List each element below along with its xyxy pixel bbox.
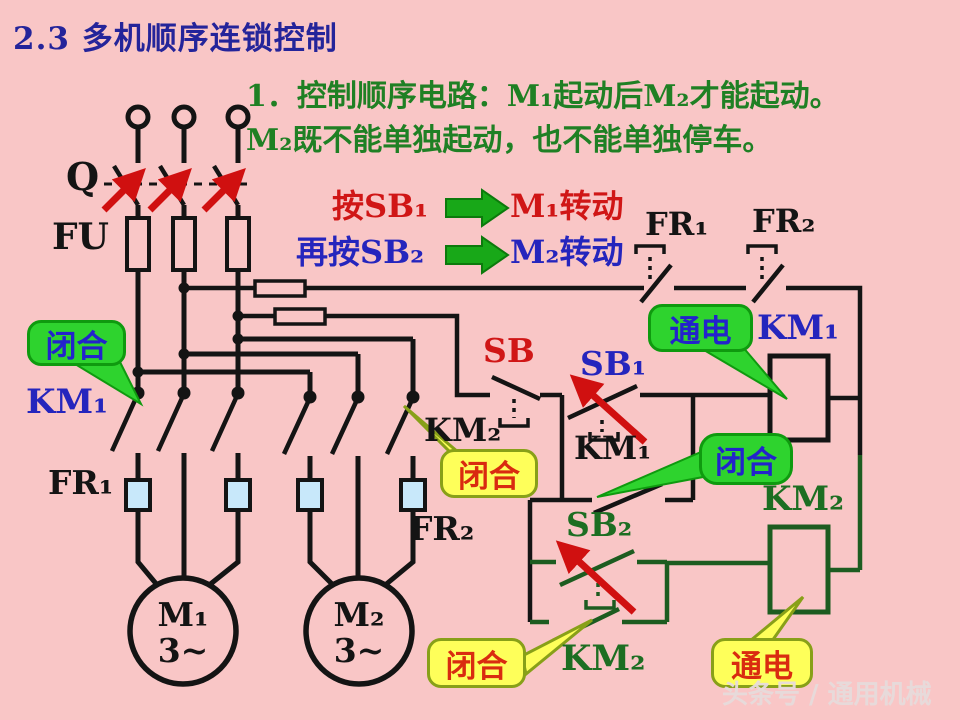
flow-step2-result: M₂转动 [510,233,624,271]
callout-text: 闭合 [715,444,777,481]
label-fr2-heater: FR₂ [409,509,475,548]
tap-phase1 [138,369,313,393]
motor-m1-circle [127,575,239,687]
q-close-arrow-icon [201,168,246,213]
km2-main-contacts [281,390,420,578]
sb2-start-button [559,548,635,610]
callout-text: 闭合 [458,459,520,495]
fu-fuse-icons [125,216,251,272]
flow-arrow-icon [445,188,510,228]
motor-m2-type: 3~ [333,631,385,670]
label-km1-main: KM₁ [26,382,109,422]
control-fuse1-icon [253,279,307,298]
label-fu-fuse: FU [52,216,109,258]
label-km2-coil: KM₂ [762,479,845,519]
callout-km1-coil-energized: 通电 [648,304,753,352]
tap-phase3 [238,336,416,393]
supply-terminal-icons [125,104,251,130]
motor-m1-type: 3~ [157,631,209,670]
motor-m1-name: M₁ [157,595,209,634]
label-fr1-contact: FR₁ [645,205,709,243]
watermark: 头条号 / 通用机械 [722,680,932,710]
label-sb-stop: SB [483,331,535,370]
motor-m1-label: M₁ 3~ [137,597,229,669]
description-line1: 1．控制顺序电路：M₁起动后M₂才能起动。 [246,79,840,114]
callout-km2-coil-energized: 通电 [711,638,813,688]
label-km2-aux: KM₂ [561,638,646,679]
description-line2: M₂既不能单独起动，也不能单独停车。 [246,123,773,158]
q-close-arrow-icon [101,168,146,213]
callout-km1-main-closed: 闭合 [27,320,126,366]
label-fr1-heater: FR₁ [48,463,114,502]
km1-coil-icon [767,353,831,443]
q-close-arrow-icon [147,168,192,213]
callout-text: 闭合 [445,648,508,685]
km1-main-contacts [109,386,245,578]
sb2-press-arrow-icon [555,540,637,615]
callout-text: 通电 [669,313,732,350]
label-q-switch: Q [66,154,100,199]
callout-km2-aux-closed: 闭合 [427,638,526,688]
label-sb1-start: SB₁ [580,344,647,383]
km1-aux-contact [593,481,663,516]
flow-step1-action: 按SB₁ [332,187,429,225]
callout-km2-main-closed: 闭合 [440,449,538,498]
tap-phase2 [184,351,361,393]
page-title: 2.3 多机顺序连锁控制 [13,21,338,57]
callout-text: 通电 [731,648,793,685]
label-km1-aux: KM₁ [574,429,652,467]
label-sb2-start: SB₂ [566,505,633,544]
flow-step1-result: M₁转动 [510,187,624,225]
label-km1-coil: KM₁ [757,308,840,348]
control-circuit [184,244,863,622]
callout-km1-aux-closed: 闭合 [699,433,793,485]
fr2-nc-contact [746,244,785,304]
junction-dots [132,282,244,378]
fr2-heater-icons [296,478,427,512]
control-fuse2-icon [273,307,327,326]
motor-m2-circle [303,575,415,687]
label-km2-main: KM₂ [424,411,502,449]
fr1-nc-contact [634,244,673,304]
flow-arrows [445,188,510,275]
sb-stop-button [491,374,541,428]
motor-m2-name: M₂ [333,595,385,634]
callout-text: 闭合 [45,328,108,365]
label-fr2-contact: FR₂ [752,202,816,240]
motor-m2-label: M₂ 3~ [313,597,405,669]
sb1-press-arrow-icon [569,374,648,445]
action-arrows [101,168,648,615]
flow-arrow-icon [445,235,510,275]
fr1-heater-icons [124,478,252,512]
flow-step2-action: 再按SB₂ [296,233,425,271]
